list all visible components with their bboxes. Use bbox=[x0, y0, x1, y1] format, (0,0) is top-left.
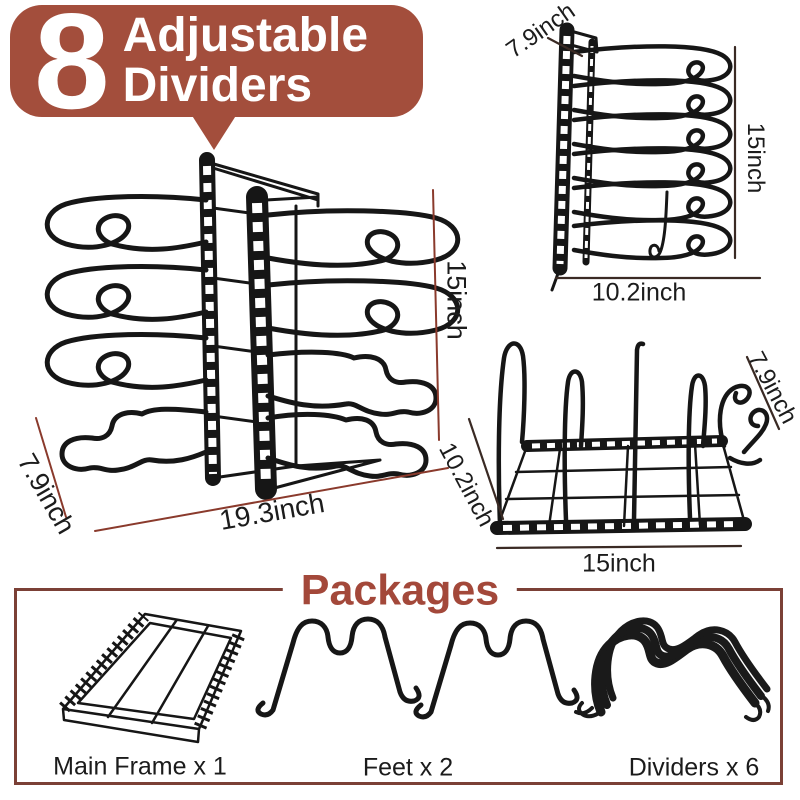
flat-rack-front-rail-slots bbox=[502, 521, 740, 531]
main-rack-width-label: 19.3inch bbox=[217, 487, 327, 536]
main-rack-frame bbox=[205, 160, 382, 492]
upright-rack-rail bbox=[552, 22, 575, 276]
wire bbox=[574, 220, 730, 258]
wire bbox=[574, 148, 730, 186]
badge-title-line1: Adjustable bbox=[122, 9, 369, 63]
flat-rack-back-rail-slots bbox=[531, 438, 718, 449]
main-rack-right-wires bbox=[265, 208, 461, 479]
upright-rack-height-label: 15inch bbox=[742, 122, 769, 194]
wire bbox=[574, 46, 730, 84]
flat-rack-divider-prongs bbox=[496, 341, 770, 527]
upright-rack-drawing bbox=[550, 22, 730, 292]
main-rack-left-tower bbox=[199, 152, 221, 486]
divider-count: 8 bbox=[34, 0, 110, 137]
adjustable-dividers-badge: 8 Adjustable Dividers bbox=[10, 0, 423, 137]
packages-title: Packages bbox=[282, 566, 518, 616]
upright-rack-depth-label: 7.9inch bbox=[501, 0, 581, 64]
main-frame-label: Main Frame x 1 bbox=[53, 752, 227, 781]
main-rack-left-tower-slots bbox=[203, 165, 217, 475]
badge-title-line2: Dividers bbox=[122, 59, 313, 112]
upright-rack-back-rail-slots bbox=[584, 45, 594, 259]
dividers-label: Dividers x 6 bbox=[628, 753, 760, 782]
flat-rack-width-label: 15inch bbox=[582, 549, 656, 578]
flat-rack-side-label: 10.2inch bbox=[433, 438, 500, 532]
flat-rack-base-wires bbox=[495, 439, 747, 530]
main-rack-height-label: 15inch bbox=[441, 260, 472, 340]
wire bbox=[574, 114, 730, 152]
upright-rack-frame bbox=[550, 28, 669, 292]
main-rack-right-tower-slots bbox=[252, 202, 271, 486]
feet-label: Feet x 2 bbox=[362, 753, 454, 782]
main-rack-drawing bbox=[44, 152, 461, 500]
flat-rack-front-rail bbox=[490, 517, 752, 535]
upright-rack-back-rail bbox=[582, 38, 596, 266]
upright-rack-width-label: 10.2inch bbox=[591, 278, 687, 307]
wire bbox=[574, 182, 730, 220]
flat-rack-back-rail bbox=[521, 435, 728, 452]
main-rack-right-tower bbox=[246, 186, 277, 500]
main-rack-left-wires bbox=[44, 194, 209, 473]
flat-rack-drawing bbox=[490, 341, 770, 535]
upright-rack-rail-slots bbox=[556, 35, 571, 265]
badge-pointer-tail bbox=[191, 114, 237, 150]
red-dimension-lines bbox=[35, 189, 449, 532]
wire bbox=[574, 80, 730, 118]
flat-rack-depth-label: 7.9inch bbox=[742, 347, 800, 429]
main-rack-depth-label: 7.9inch bbox=[11, 448, 82, 539]
badge-title: Adjustable Dividers bbox=[123, 11, 368, 111]
